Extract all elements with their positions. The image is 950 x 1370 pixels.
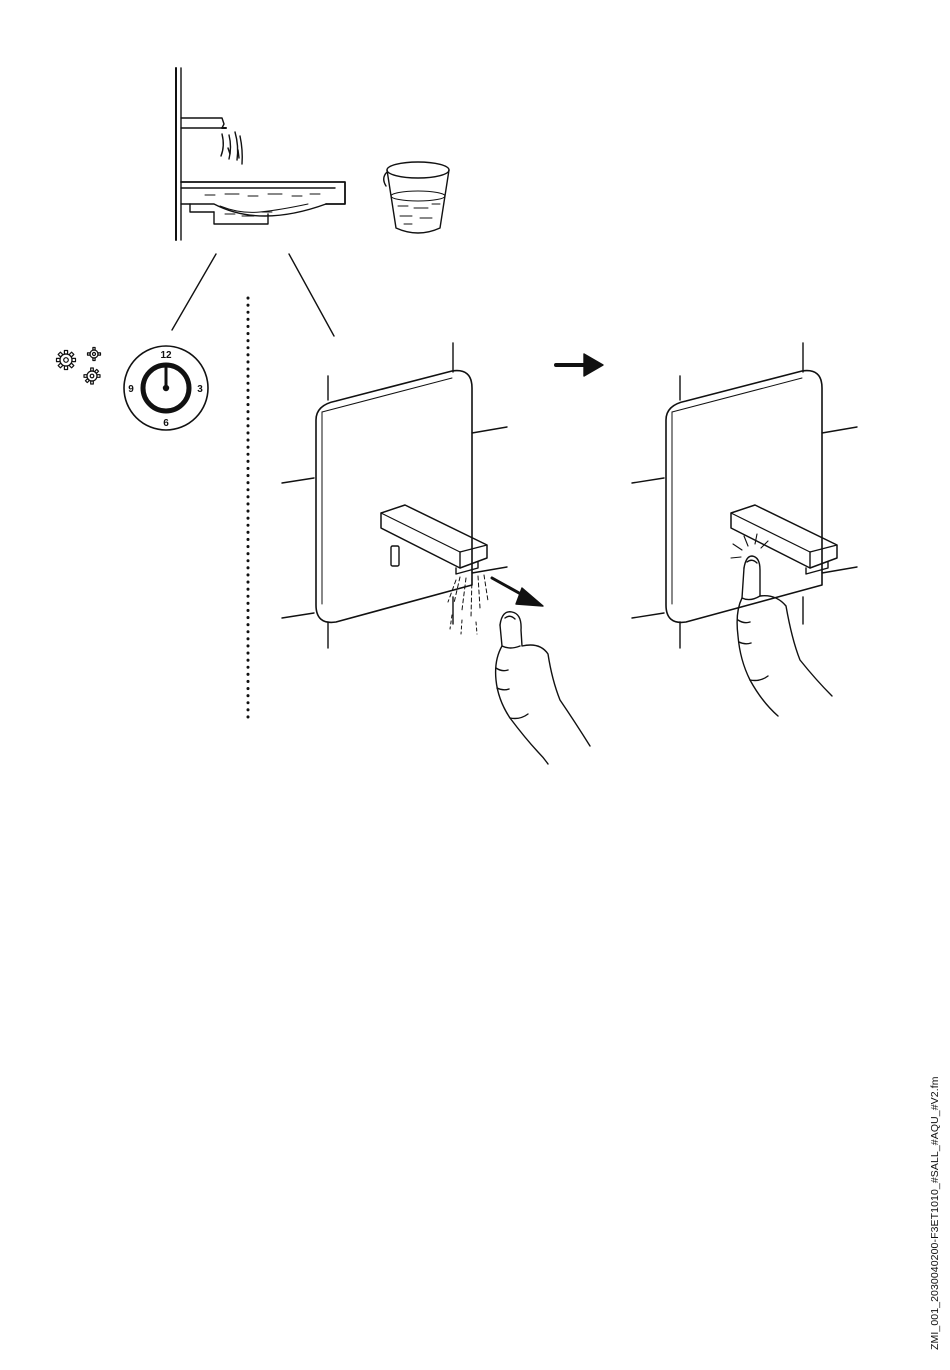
clock-number-12: 12 [160, 350, 172, 361]
clock-number-9: 9 [128, 384, 134, 395]
water-glass-icon [384, 162, 449, 233]
timer-clock-icon: 12 3 6 9 [124, 346, 208, 430]
clock-number-3: 3 [197, 384, 203, 395]
faucet-sink-illustration [176, 68, 345, 240]
arrow-right-icon [556, 354, 603, 376]
sensor-faucet-panel-1 [282, 343, 590, 764]
callout-line-left [172, 254, 216, 330]
hand-icon [496, 612, 590, 764]
callout-line-right [289, 254, 334, 336]
document-code: ZMI_001_2030040200-F3ET1010_#SALL_#AQU_#… [929, 1076, 941, 1350]
arrow-down-right-icon [492, 578, 543, 606]
hand-icon [737, 556, 832, 716]
gears-icon [57, 348, 101, 385]
sensor-faucet-panel-2 [632, 343, 857, 716]
clock-number-6: 6 [163, 418, 169, 429]
